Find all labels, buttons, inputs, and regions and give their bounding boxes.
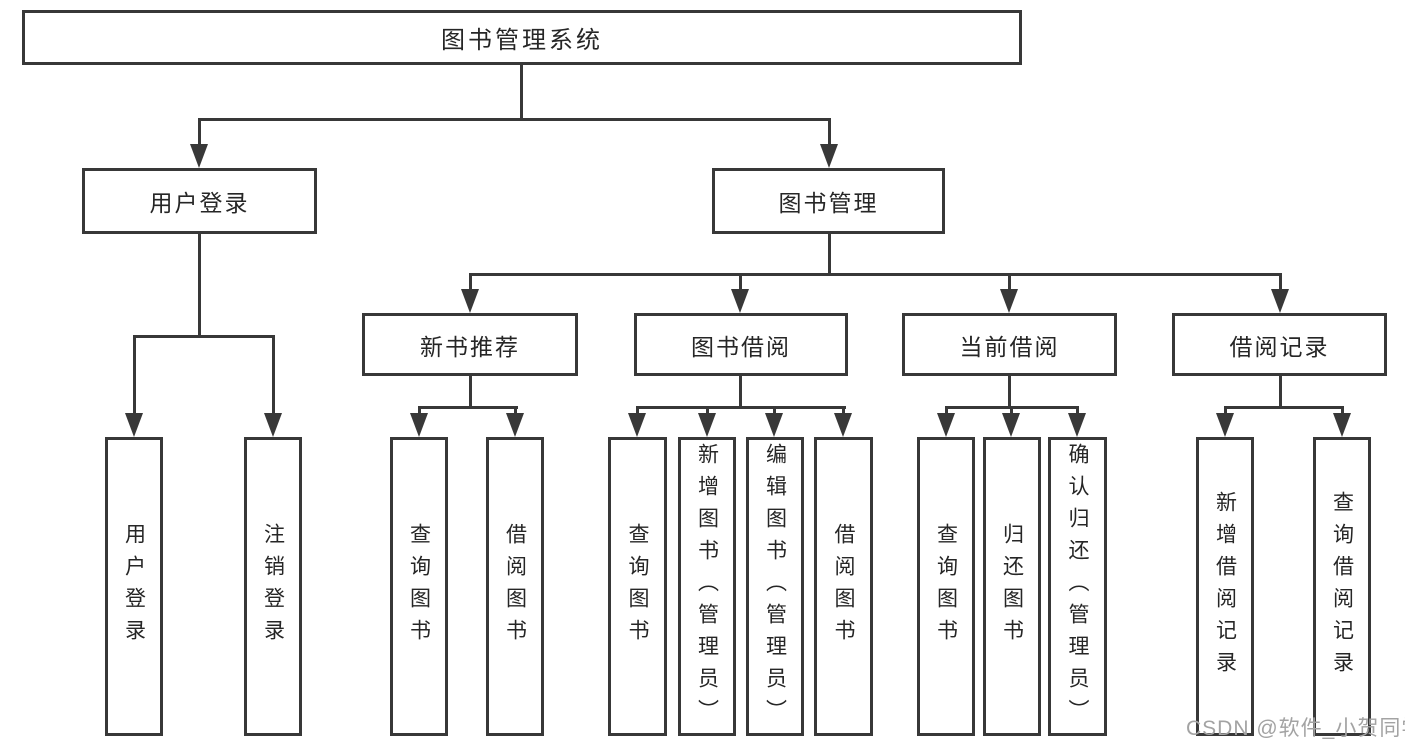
connector-line [469, 273, 1281, 276]
connector-line [469, 273, 472, 291]
node-leaf-edit-book-admin: 编辑图书（管理员） [746, 437, 804, 736]
node-current-borrow-label: 当前借阅 [959, 333, 1060, 360]
node-root: 图书管理系统 [22, 10, 1022, 65]
arrowhead-icon [1000, 289, 1018, 313]
arrowhead-icon [264, 413, 282, 437]
leaf-label: 确认归还（管理员） [1066, 442, 1089, 731]
node-leaf-borrow-books-2: 借阅图书 [814, 437, 873, 736]
node-book-borrow: 图书借阅 [634, 313, 848, 376]
connector-line [469, 376, 472, 406]
leaf-label: 查询图书 [407, 522, 431, 651]
node-book-borrow-label: 图书借阅 [691, 333, 791, 360]
arrowhead-icon [1271, 289, 1289, 313]
leaf-label: 归还图书 [1000, 522, 1024, 651]
node-current-borrow: 当前借阅 [902, 313, 1117, 376]
node-leaf-return-book: 归还图书 [983, 437, 1041, 736]
arrowhead-icon [506, 413, 524, 437]
connector-line [198, 118, 831, 121]
arrowhead-icon [834, 413, 852, 437]
leaf-label: 编辑图书（管理员） [763, 442, 787, 731]
connector-line [1008, 376, 1011, 406]
arrowhead-icon [731, 289, 749, 313]
arrowhead-icon [698, 413, 716, 437]
arrowhead-icon [410, 413, 428, 437]
connector-line [133, 335, 136, 415]
connector-line [739, 273, 742, 291]
node-user-login: 用户登录 [82, 168, 317, 234]
connector-line [514, 406, 517, 415]
connector-line [828, 234, 831, 273]
arrowhead-icon [628, 413, 646, 437]
node-leaf-query-books-1: 查询图书 [390, 437, 448, 736]
node-leaf-query-books-3: 查询图书 [917, 437, 975, 736]
connector-line [520, 65, 523, 118]
csdn-watermark: CSDN @软件_小贺同学 [1186, 717, 1405, 740]
node-user-login-label: 用户登录 [149, 190, 250, 216]
connector-line [1341, 406, 1344, 415]
arrowhead-icon [1068, 413, 1086, 437]
connector-line [636, 406, 639, 415]
connector-line [198, 234, 201, 335]
leaf-label: 借阅图书 [503, 522, 527, 651]
connector-line [739, 376, 742, 406]
connector-line [842, 406, 845, 415]
connector-line [272, 335, 275, 415]
connector-line [1224, 406, 1227, 415]
connector-line [1279, 273, 1282, 291]
leaf-label: 查询图书 [934, 522, 958, 651]
leaf-label: 查询图书 [626, 522, 649, 651]
connector-line [945, 406, 948, 415]
leaf-label: 借阅图书 [832, 522, 855, 651]
connector-line [773, 406, 776, 415]
node-book-management: 图书管理 [712, 168, 945, 234]
node-borrow-records-label: 借阅记录 [1229, 333, 1330, 360]
node-leaf-query-borrow-record: 查询借阅记录 [1313, 437, 1371, 736]
node-leaf-add-book-admin: 新增图书（管理员） [678, 437, 736, 736]
connector-line [1008, 273, 1011, 291]
connector-line [418, 406, 518, 409]
node-leaf-query-books-2: 查询图书 [608, 437, 667, 736]
connector-line [636, 406, 846, 409]
node-new-book-recommend: 新书推荐 [362, 313, 578, 376]
connector-line [133, 335, 274, 338]
leaf-label: 注销登录 [261, 522, 285, 651]
connector-line [418, 406, 421, 415]
arrowhead-icon [461, 289, 479, 313]
leaf-label: 用户登录 [122, 522, 146, 651]
arrowhead-icon [937, 413, 955, 437]
arrowhead-icon [765, 413, 783, 437]
connector-line [1224, 406, 1344, 409]
connector-line [828, 118, 831, 146]
node-book-management-label: 图书管理 [778, 190, 879, 216]
leaf-label: 新增图书（管理员） [695, 442, 719, 731]
connector-line [198, 118, 201, 146]
node-borrow-records: 借阅记录 [1172, 313, 1387, 376]
leaf-label: 查询借阅记录 [1330, 490, 1354, 683]
node-leaf-add-borrow-record: 新增借阅记录 [1196, 437, 1254, 736]
node-leaf-confirm-return-admin: 确认归还（管理员） [1048, 437, 1107, 736]
node-new-book-recommend-label: 新书推荐 [420, 333, 520, 360]
arrowhead-icon [190, 144, 208, 168]
connector-line [706, 406, 709, 415]
node-leaf-logout: 注销登录 [244, 437, 302, 736]
arrowhead-icon [125, 413, 143, 437]
arrowhead-icon [1216, 413, 1234, 437]
leaf-label: 新增借阅记录 [1213, 490, 1237, 683]
arrowhead-icon [1333, 413, 1351, 437]
node-leaf-borrow-books-1: 借阅图书 [486, 437, 544, 736]
node-root-label: 图书管理系统 [441, 27, 603, 54]
arrowhead-icon [820, 144, 838, 168]
connector-line [1076, 406, 1079, 415]
connector-line [1010, 406, 1013, 415]
node-leaf-user-login: 用户登录 [105, 437, 163, 736]
connector-line [1279, 376, 1282, 406]
arrowhead-icon [1002, 413, 1020, 437]
